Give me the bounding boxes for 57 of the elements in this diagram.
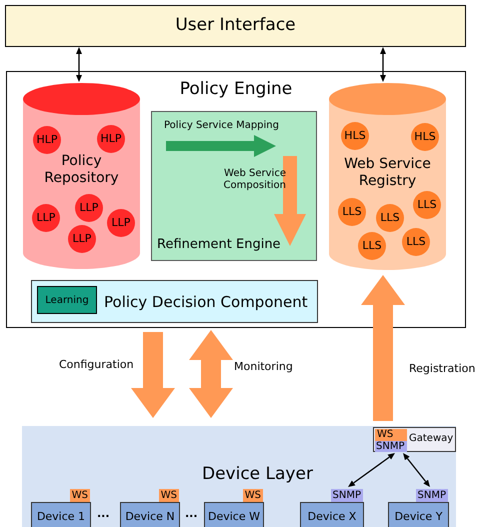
protocol-tag: SNMP (330, 489, 363, 502)
interface-box (5, 5, 466, 47)
protocol-tag (375, 441, 407, 452)
decision-component-box (31, 280, 318, 323)
node-label: Gateway (409, 433, 454, 445)
edge-label: Configuration (58, 357, 135, 374)
edge-label: Monitoring (233, 359, 294, 376)
node-label: LLS (417, 196, 437, 213)
protocol-tag: WS (242, 489, 263, 502)
node-label: Web Service Registry (343, 156, 432, 190)
node-label: Device 1 (36, 509, 86, 525)
node-label: WS (377, 430, 394, 440)
node-label: Device X (308, 509, 356, 525)
ellipsis-mark: ... (97, 506, 110, 522)
device-layer-band (22, 426, 456, 527)
node-label: Device N (125, 509, 175, 525)
thick-arrow (131, 332, 175, 418)
learning-box (37, 286, 97, 314)
node-label: LLS (406, 234, 426, 250)
node-label: Device Y (394, 509, 442, 525)
protocol-tag: WS (158, 489, 179, 502)
node-label: Device W (208, 509, 260, 525)
node-label: LLS (380, 210, 400, 226)
protocol-tag: WS (70, 489, 90, 502)
protocol-tag (375, 429, 407, 441)
engine-panel (6, 71, 466, 328)
node-label: Learning (45, 294, 89, 308)
node-label: LLP (112, 214, 130, 231)
node-label: LLP (36, 210, 56, 226)
gateway-box (373, 427, 456, 452)
node-label: HLP (100, 130, 122, 147)
node-label: SNMP (376, 442, 404, 452)
thick-arrow (189, 330, 233, 418)
node-label: Policy Repository (43, 153, 120, 187)
thick-arrow (361, 275, 405, 421)
node-label: HLP (36, 132, 58, 148)
node-label: LLS (342, 204, 362, 220)
node-label: LLP (72, 230, 92, 247)
arrow (403, 453, 430, 487)
node-label: LLS (362, 238, 382, 254)
refinement-title: Refinement Engine (157, 236, 281, 254)
arrow (76, 47, 82, 82)
composition-label: Web Service Composition (222, 168, 286, 192)
protocol-tag: SNMP (416, 489, 448, 502)
node-label: Policy Decision Component (104, 292, 308, 313)
arrow (380, 47, 386, 82)
edge-label: Registration (408, 361, 476, 378)
node-label: Device Layer (202, 463, 313, 486)
node-label: LLP (80, 200, 98, 216)
node-label: Policy Engine (178, 78, 294, 101)
refinement-box (151, 111, 317, 261)
mapping-label: Policy Service Mapping (164, 119, 279, 133)
ellipsis-mark: ... (185, 506, 198, 522)
node-label: HLS (344, 128, 366, 144)
node-label: HLS (414, 128, 436, 145)
node-label: User Interface (175, 14, 296, 38)
arrow (348, 453, 395, 487)
